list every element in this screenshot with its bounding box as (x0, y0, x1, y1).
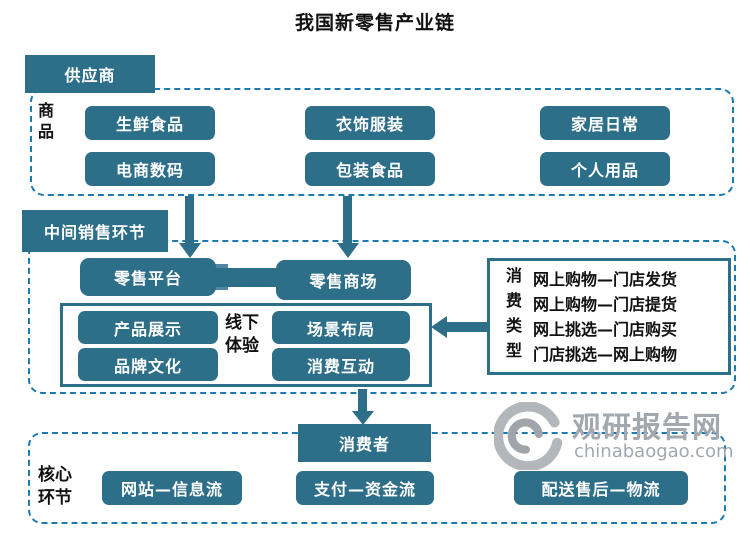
down-arrow-icon (358, 389, 367, 412)
experience-item-box: 品牌文化 (78, 348, 218, 381)
core-item-box: 网站—信息流 (102, 471, 242, 505)
retail-platform-box: 零售平台 (80, 258, 216, 296)
consumption-type-line: 网上购物—门店发货 (533, 269, 678, 289)
middle-sales-dashed-box (28, 240, 736, 394)
connector-bar (214, 268, 280, 287)
consumption-type-line: 门店挑选—网上购物 (533, 344, 678, 364)
experience-item-box: 产品展示 (78, 311, 218, 344)
left-arrow-icon (446, 322, 488, 332)
consumer-box: 消费者 (298, 424, 431, 462)
consumption-type-lines: 网上购物—门店发货 网上购物—门店提货 网上挑选—门店购买 门店挑选—网上购物 (533, 267, 677, 367)
product-category-box: 衣饰服装 (305, 106, 435, 140)
experience-item-box: 场景布局 (272, 311, 410, 344)
left-arrow-icon (431, 316, 447, 338)
core-item-box: 支付—资金流 (296, 471, 434, 505)
product-category-box: 电商数码 (85, 152, 215, 186)
experience-item-box: 消费互动 (272, 348, 410, 381)
supplier-tag: 供应商 (25, 55, 155, 93)
retail-mall-box: 零售商场 (276, 260, 411, 300)
watermark: 观研报告网 chinabaogao.com (494, 398, 740, 476)
supplier-dashed-box (30, 88, 734, 196)
down-arrow-icon (185, 196, 194, 243)
core-item-box: 配送售后—物流 (514, 471, 688, 505)
consumption-type-side-label: 消费类型 (503, 266, 522, 367)
diagram-title: 我国新零售产业链 (294, 12, 455, 34)
watermark-brand-name: 观研报告网 (572, 410, 723, 444)
product-category-box: 生鲜食品 (85, 106, 215, 140)
product-category-box: 包装食品 (305, 152, 435, 186)
offline-experience-label: 线下体验 (225, 313, 259, 356)
product-category-box: 个人用品 (540, 152, 670, 186)
middle-sales-tag: 中间销售环节 (22, 210, 168, 252)
products-side-label: 商品 (35, 102, 54, 144)
watermark-domain: chinabaogao.com (574, 441, 734, 462)
core-section-label: 核心环节 (38, 465, 72, 508)
down-arrow-icon (179, 243, 201, 258)
down-arrow-icon (352, 411, 374, 425)
product-category-box: 家居日常 (540, 106, 670, 140)
consumption-type-box: 消费类型 网上购物—门店发货 网上购物—门店提货 网上挑选—门店购买 门店挑选—… (487, 258, 731, 375)
down-arrow-icon (337, 243, 359, 258)
down-arrow-icon (343, 196, 352, 243)
consumption-type-line: 网上挑选—门店购买 (533, 319, 678, 339)
guanyan-swirl-logo-icon (494, 402, 563, 470)
consumption-type-line: 网上购物—门店提货 (533, 294, 678, 314)
